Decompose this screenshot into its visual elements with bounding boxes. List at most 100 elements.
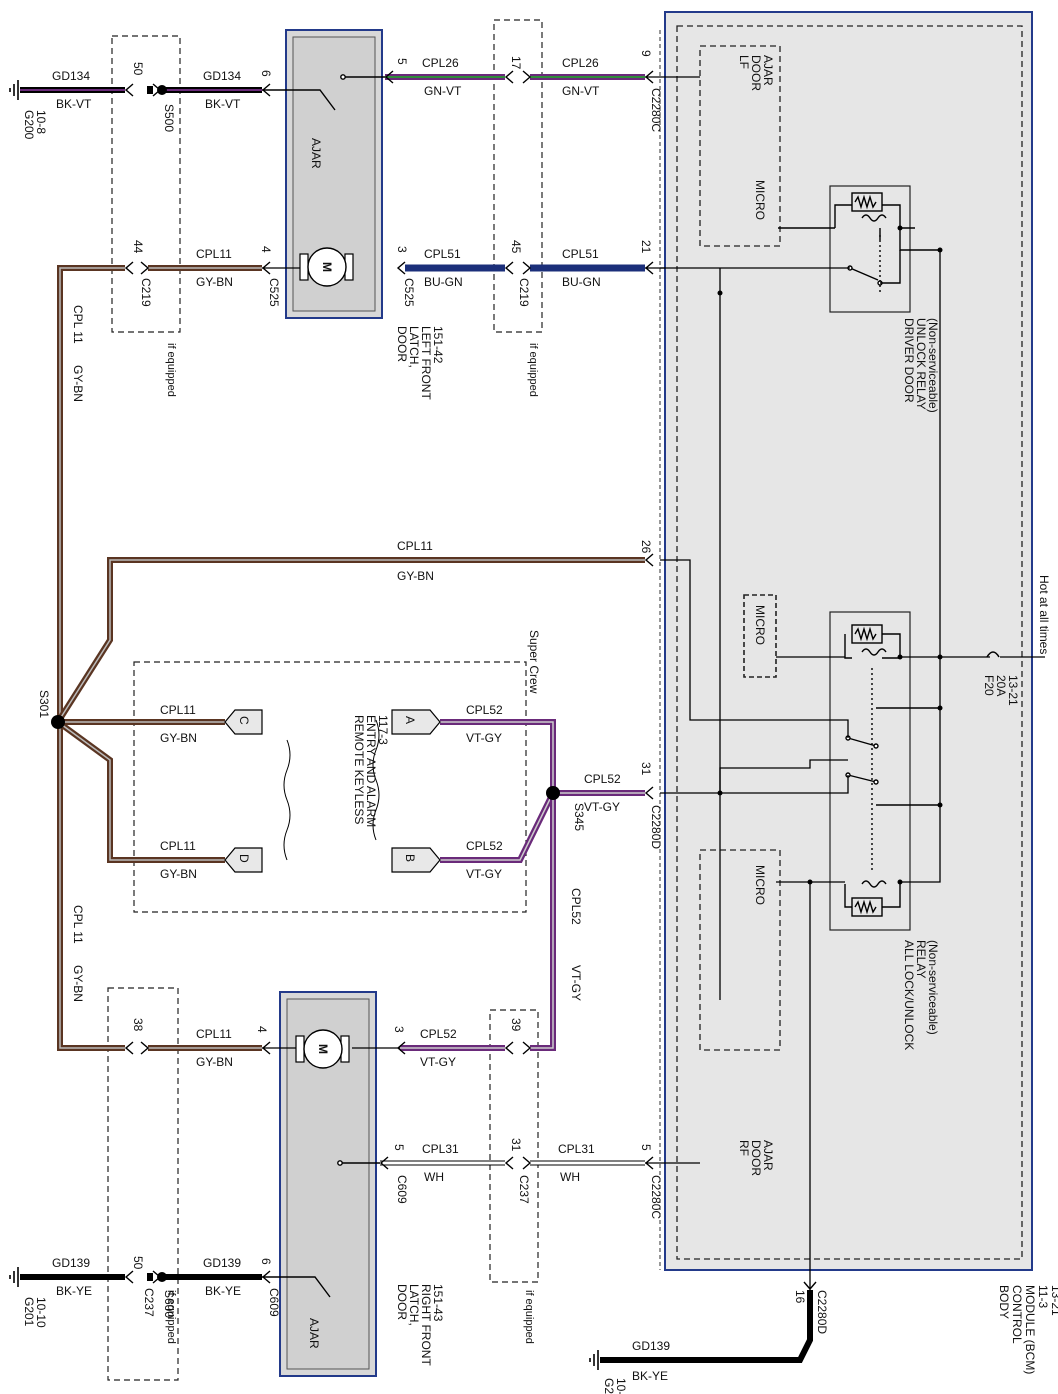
pin-50-top: 50	[131, 62, 145, 76]
ground-icons	[9, 80, 599, 1370]
c2280c-bottom: C2280C	[649, 1175, 663, 1219]
c525-right: C525	[402, 278, 416, 307]
bkvt-label-2: BK-VT	[205, 97, 241, 111]
door-latch-lf-2: LATCH,	[407, 326, 421, 368]
driver-relay-coil	[778, 192, 940, 295]
fuse-label-3: 13-21	[1006, 675, 1020, 706]
gnvt-label-1: GN-VT	[424, 84, 462, 98]
rke-pin-a: A	[403, 716, 417, 724]
lf-micro-box	[699, 45, 781, 247]
cpl11-vert-1: CPL 11	[71, 305, 85, 344]
cpl11-label-1: CPL11	[196, 247, 232, 261]
c2280c-top: C2280C	[649, 88, 663, 132]
c609-right: C609	[395, 1175, 409, 1204]
door-latch-lf-3: LEFT FRONT	[419, 326, 433, 400]
pin-44: 44	[131, 240, 145, 254]
rf-door-ajar-2: DOOR	[749, 1140, 763, 1176]
thin-wires	[645, 30, 700, 1270]
bcm-label-2: CONTROL	[1010, 1285, 1024, 1344]
driver-relay-1: DRIVER DOOR	[902, 318, 916, 403]
g201a-label: G201	[22, 1297, 36, 1327]
wire-cpl11-rf	[57, 722, 296, 1051]
gybn-vert-2: GY-BN	[71, 965, 85, 1002]
door-latch-lf-4: 151-42	[431, 326, 445, 364]
vtgy-label-4: VT-GY	[420, 1055, 456, 1069]
wire-cpl52	[352, 719, 645, 1051]
rke-label-3: 117-3	[376, 715, 390, 745]
cpl52-label-2: CPL52	[466, 839, 503, 853]
g201b-ref: 10-9	[614, 1378, 628, 1394]
bcm-label-5: 13-21	[1049, 1285, 1058, 1316]
wire-gd139	[20, 1274, 813, 1363]
wh-label-2: WH	[560, 1170, 580, 1184]
ajar-rf: AJAR	[307, 1318, 321, 1349]
connector-dashed-boxes	[107, 19, 543, 1381]
cpl51-label-2: CPL51	[562, 247, 599, 261]
c237-right: C237	[517, 1175, 531, 1204]
all-lock-relay-internals	[844, 624, 940, 917]
pin-31-bottom: 31	[509, 1138, 523, 1152]
pin-6-top: 6	[259, 70, 273, 77]
c219-left: C219	[139, 278, 153, 307]
driver-relay-3: (Non-serviceable)	[926, 318, 940, 413]
pin-4-top: 4	[259, 246, 273, 253]
pin-3-bottom: 3	[392, 1026, 406, 1033]
cpl11-label-3: CPL11	[160, 703, 196, 717]
gybn-label-2: GY-BN	[397, 569, 434, 583]
door-latch-lf-1: DOOR	[395, 326, 409, 362]
rke-braces	[283, 719, 380, 861]
g201b-label: G201	[602, 1378, 616, 1394]
door-latch-rf-4: 151-43	[431, 1284, 445, 1322]
rke-label-1: REMOTE KEYLESS	[352, 715, 366, 824]
cpl31-label-2: CPL31	[558, 1142, 595, 1156]
pin-16: 16	[793, 1290, 807, 1304]
driver-relay-box	[829, 185, 911, 313]
if-equipped-2: if equipped	[527, 343, 539, 397]
cpl31-label-1: CPL31	[422, 1142, 459, 1156]
lf-motor-icon	[299, 247, 354, 287]
c237-left: C237	[142, 1288, 156, 1317]
cpl52-label-4: CPL52	[420, 1027, 457, 1041]
all-lock-relay-3: (Non-serviceable)	[926, 940, 940, 1035]
gd139-label-1: GD139	[52, 1256, 90, 1270]
c2280d-bottom: C2280D	[815, 1290, 829, 1334]
pin-38: 38	[131, 1018, 145, 1032]
g201a-ref: 10-10	[34, 1297, 48, 1328]
bkye-label-1: BK-YE	[56, 1284, 92, 1298]
bugn-label-2: BU-GN	[562, 275, 601, 289]
cpl11-label-5: CPL11	[196, 1027, 232, 1041]
cpl26-label-1: CPL26	[422, 56, 459, 70]
g200-ref: 10-8	[34, 110, 48, 134]
s500-label: S500	[162, 104, 176, 132]
super-crew: Super Crew	[527, 630, 541, 694]
vtgy-label-2: VT-GY	[466, 867, 502, 881]
splice-dots	[51, 85, 560, 1282]
cpl11-label-4: CPL11	[160, 839, 196, 853]
fuse-f20-icon	[986, 651, 1000, 658]
fuse-label-1: F20	[982, 675, 996, 696]
lf-door-ajar-1: LF	[737, 55, 751, 69]
lf-ajar-switch-icon	[262, 74, 385, 111]
micro-rf: MICRO	[753, 865, 767, 905]
pin-31-mid: 31	[639, 762, 653, 776]
bcm-junction-dots	[717, 225, 943, 885]
bcm-module	[664, 11, 1033, 1271]
gnvt-label-2: GN-VT	[562, 84, 600, 98]
s345-label: S345	[572, 803, 586, 831]
pin-6-bottom: 6	[259, 1258, 273, 1265]
gybn-label-5: GY-BN	[196, 1055, 233, 1069]
rke-label-2: ENTRY AND ALARM	[364, 715, 378, 827]
gybn-label-4: GY-BN	[160, 867, 197, 881]
bkye-label-3: BK-YE	[632, 1369, 668, 1383]
micro-lf: MICRO	[753, 180, 767, 220]
gybn-vert-1: GY-BN	[71, 365, 85, 402]
if-equipped-3: if equipped	[165, 1290, 177, 1344]
if-equipped-1: if equipped	[165, 343, 177, 397]
bkvt-label-1: BK-VT	[56, 97, 92, 111]
rf-ajar-switch-icon	[262, 1160, 380, 1298]
cpl52-label-3: CPL52	[584, 772, 621, 786]
fuse-label-2: 20A	[994, 675, 1008, 696]
pin-26: 26	[639, 540, 653, 554]
bkye-label-2: BK-YE	[205, 1284, 241, 1298]
gybn-label-1: GY-BN	[196, 275, 233, 289]
